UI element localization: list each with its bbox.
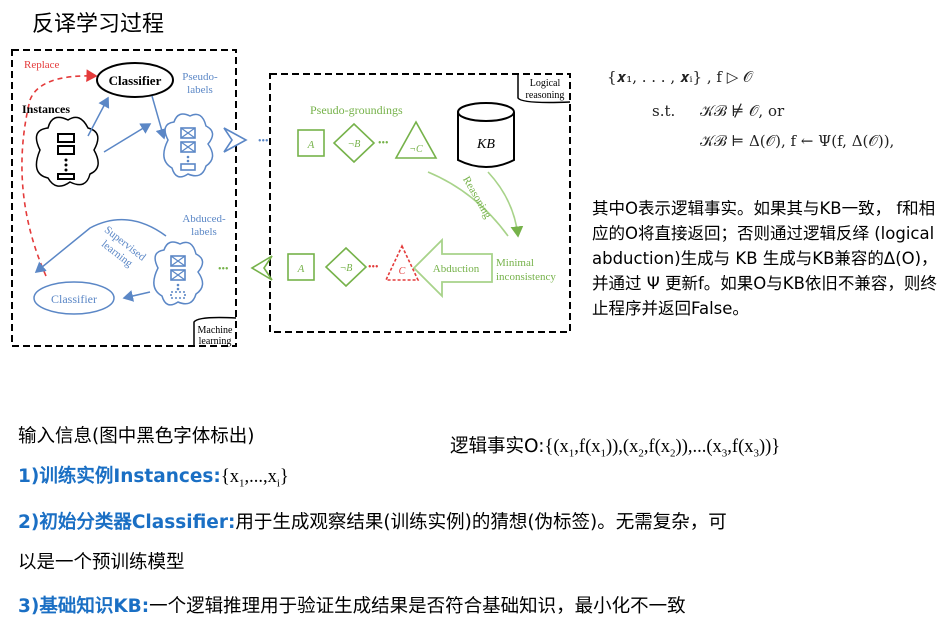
ellipsis-red: ••• xyxy=(368,262,379,273)
classifier-bottom-label: Classifier xyxy=(51,292,97,306)
machine-learning-label: Machine xyxy=(198,325,234,336)
kb-label: KB xyxy=(476,137,495,152)
formula-line-3: 𝒦ℬ ⊨ Δ(𝒪), f ← Ψ(f, Δ(𝒪)), xyxy=(700,132,895,150)
sym-not-b-bottom: ¬B xyxy=(340,263,353,274)
sym-not-b-top: ¬B xyxy=(348,139,361,150)
logical-fact: 逻辑事实O:{(x1,f(x1)),(x2,f(x2)),...(x3,f(x3… xyxy=(450,432,780,460)
pseudo-labels-cloud xyxy=(163,113,214,178)
ellipsis-blue: ••• xyxy=(258,136,269,147)
reasoning-label: Reasoning xyxy=(460,174,494,221)
pseudo-groundings-label: Pseudo-groundings xyxy=(310,103,403,117)
logical-reasoning-label: Logical xyxy=(530,78,561,89)
minimal-inconsistency-label-2: inconsistency xyxy=(496,271,556,283)
grounding-not-b-bottom xyxy=(324,246,368,288)
replace-label: Replace xyxy=(24,59,60,71)
classifier-top xyxy=(96,62,174,98)
grounding-c-bottom xyxy=(384,244,420,281)
logical-fact-label: 逻辑事实O: xyxy=(450,436,545,457)
item2-label: 2)初始分类器Classifier: xyxy=(18,512,236,533)
logical-reasoning-label-2: reasoning xyxy=(526,90,565,101)
info-item-2-cont: 以是一个预训练模型 xyxy=(18,552,185,573)
abduced-labels-label: Abduced- xyxy=(182,213,226,225)
info-item-3: 3)基础知识KB:一个逻辑推理用于验证生成结果是否符合基础知识，最小化不一致 xyxy=(18,592,686,618)
ellipsis-green-left: ••• xyxy=(218,264,229,275)
sym-a-bottom: A xyxy=(297,263,305,275)
grounding-not-c-top xyxy=(394,120,438,159)
info-header: 输入信息(图中黑色字体标出) xyxy=(18,426,255,447)
instances-label: Instances xyxy=(22,102,70,116)
abduced-labels-cloud xyxy=(153,241,204,306)
formula-line-2: 𝒦ℬ ⊭ 𝒪, or xyxy=(700,102,785,120)
logical-reasoning-box xyxy=(269,73,571,333)
logical-fact-formula: {(x1,f(x1)),(x2,f(x2)),...(x3,f(x3))} xyxy=(544,437,781,460)
machine-learning-box xyxy=(11,49,237,347)
classifier-bottom xyxy=(33,281,115,315)
pseudo-labels-label-2: labels xyxy=(187,84,213,96)
page-title: 反译学习过程 xyxy=(32,12,165,37)
sym-c-bottom: C xyxy=(399,266,406,277)
description-text: 其中O表示逻辑事实。如果其与KB一致， f和相应的O将直接返回；否则通过逻辑反绎… xyxy=(592,199,938,318)
machine-learning-label-2: learning xyxy=(199,336,232,347)
sym-a-top: A xyxy=(307,139,315,151)
formula-line-1: {𝒙₁, . . . , 𝒙ᵢ} , f ▷ 𝒪 xyxy=(607,68,753,86)
grounding-not-b-top xyxy=(332,122,376,164)
classifier-top-label: Classifier xyxy=(109,73,162,88)
sym-not-c-top: ¬C xyxy=(409,144,423,155)
item1-formula: {x1,...,xi} xyxy=(220,467,289,490)
info-item-1: 1)训练实例Instances:{x1,...,xi} xyxy=(18,462,289,490)
grounding-a-bottom xyxy=(287,253,315,281)
instances-cloud xyxy=(35,116,99,187)
replace-arrow xyxy=(21,69,98,277)
ellipsis-green-top: ••• xyxy=(378,138,389,149)
kb-cylinder: KB xyxy=(457,102,515,168)
abductive-learning-diagram: Machine learning Logical reasoning Repla… xyxy=(11,49,571,347)
item2-text: 用于生成观察结果(训练实例)的猜想(伪标签)。无需复杂，可 xyxy=(235,512,727,533)
formula-st: s.t. xyxy=(652,102,676,120)
to-reasoning-arrow xyxy=(223,127,248,153)
abduction-arrow xyxy=(412,237,493,299)
abduced-labels-label-2: labels xyxy=(191,226,217,238)
item3-label: 3)基础知识KB: xyxy=(18,596,150,617)
item1-label: 1)训练实例Instances: xyxy=(18,466,221,487)
pseudo-labels-label: Pseudo- xyxy=(182,71,218,83)
minimal-inconsistency-label: Minimal xyxy=(496,257,534,269)
abduction-label: Abduction xyxy=(433,263,480,275)
to-learning-arrow xyxy=(250,255,273,281)
item3-text: 一个逻辑推理用于验证生成结果是否符合基础知识，最小化不一致 xyxy=(149,596,686,617)
grounding-a-top xyxy=(297,129,325,157)
info-item-2: 2)初始分类器Classifier:用于生成观察结果(训练实例)的猜想(伪标签)… xyxy=(18,508,727,534)
